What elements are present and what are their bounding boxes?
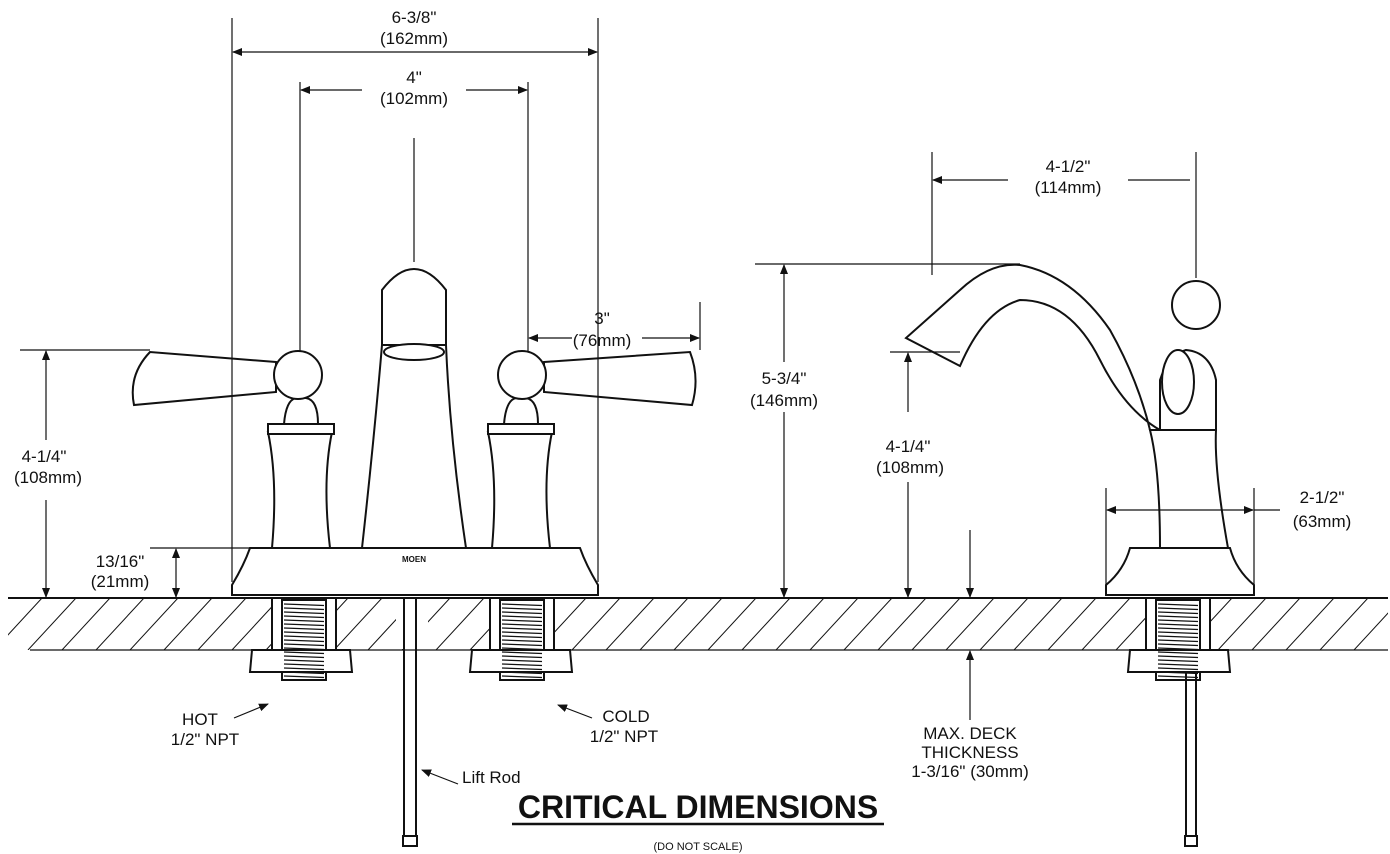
deck-note-line1: MAX. DECK	[923, 724, 1017, 743]
deck-note-line2: THICKNESS	[921, 743, 1018, 762]
spout-height-inch: 4-1/4"	[886, 437, 931, 456]
lift-rod	[402, 598, 418, 847]
side-base	[1105, 547, 1255, 596]
cold-label: COLD	[602, 707, 649, 726]
base-height-inch: 13/16"	[96, 552, 145, 571]
base-plate	[231, 547, 599, 596]
center-spacing-mm: (102mm)	[380, 89, 448, 108]
lift-rod-label: Lift Rod	[462, 768, 521, 787]
overall-width-mm: (162mm)	[380, 29, 448, 48]
diagram-subtitle: (DO NOT SCALE)	[653, 841, 742, 853]
spout-height-mm: (108mm)	[876, 458, 944, 477]
diagram-title: CRITICAL DIMENSIONS	[518, 789, 878, 825]
side-handle-lever	[1161, 349, 1195, 415]
handle-reach-inch: 3"	[594, 309, 610, 328]
hot-handle	[131, 350, 335, 549]
handle-height-mm: (108mm)	[14, 468, 82, 487]
side-shank	[1126, 597, 1232, 681]
base-height-mm: (21mm)	[91, 572, 150, 591]
shank-threads	[283, 603, 543, 679]
deck-note-line3: 1-3/16" (30mm)	[911, 762, 1029, 781]
spout-reach-mm: (114mm)	[1035, 178, 1102, 197]
side-spout-arc	[904, 263, 1164, 431]
dimension-lines-side	[755, 152, 1280, 720]
hot-npt-label: 1/2" NPT	[171, 730, 239, 749]
dimension-lines-front	[20, 18, 701, 785]
front-view-faucet: MOEN	[131, 268, 697, 847]
brand-label: MOEN	[402, 555, 426, 564]
cold-shank	[468, 597, 574, 681]
side-view-faucet	[904, 263, 1255, 847]
side-lift-rod	[1184, 672, 1198, 847]
dimension-labels: 6-3/8" (162mm) 4" (102mm) 3" (76mm) 4-1/…	[14, 8, 1351, 787]
overall-height-mm: (146mm)	[750, 391, 818, 410]
cold-npt-label: 1/2" NPT	[590, 727, 658, 746]
handle-reach-mm: (76mm)	[573, 331, 632, 350]
side-handle-knob	[1171, 280, 1221, 330]
title-block: CRITICAL DIMENSIONS (DO NOT SCALE)	[512, 789, 884, 853]
spout-head	[381, 268, 447, 346]
handle-height-inch: 4-1/4"	[22, 447, 67, 466]
center-spacing-inch: 4"	[406, 68, 422, 87]
spout-reach-inch: 4-1/2"	[1046, 157, 1091, 176]
side-shank-threads	[1157, 603, 1199, 679]
aerator	[383, 343, 445, 361]
hot-label: HOT	[182, 710, 218, 729]
cold-handle	[486, 350, 697, 549]
base-width-mm: (63mm)	[1293, 512, 1352, 531]
spout-body	[360, 344, 468, 549]
hot-shank	[248, 597, 354, 681]
side-body	[1148, 429, 1230, 549]
overall-width-inch: 6-3/8"	[392, 8, 437, 27]
overall-height-inch: 5-3/4"	[762, 369, 807, 388]
base-width-inch: 2-1/2"	[1300, 488, 1345, 507]
